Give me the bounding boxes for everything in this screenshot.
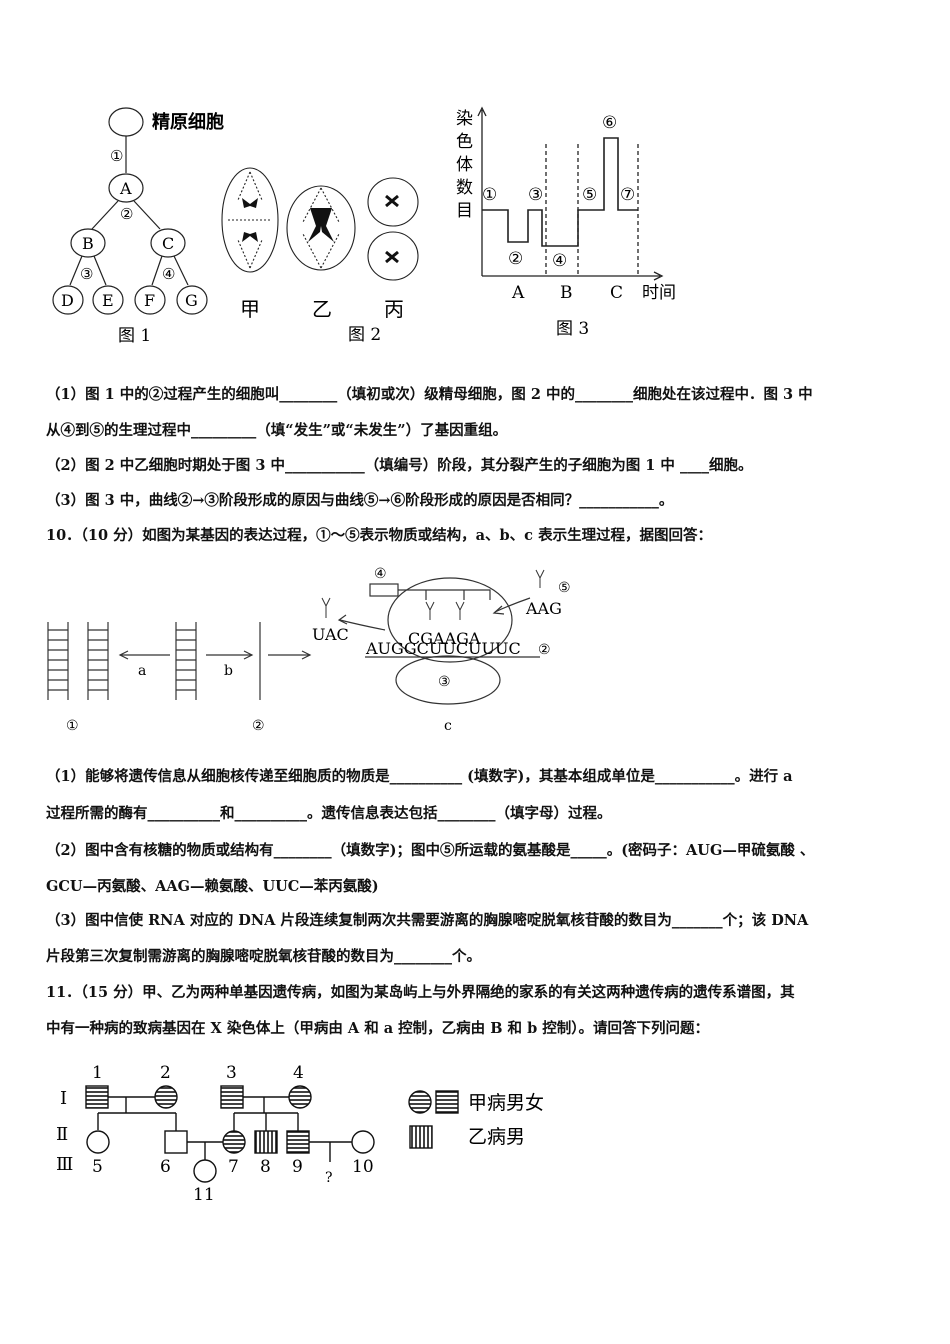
legend-disease-a: 甲病男女 — [468, 1092, 544, 1114]
pedigree-id: 8 — [260, 1157, 271, 1177]
fig10-label-a: a — [138, 663, 146, 679]
fig10-label-5: ⑤ — [558, 580, 571, 596]
fig3-xlabel: 时间 — [642, 283, 676, 303]
fig1-node: G — [185, 291, 198, 310]
fig3-stage: ⑥ — [602, 113, 617, 133]
q11-line-1: 11．（15 分）甲、乙为两种单基因遗传病，如图为某岛屿上与外界隔绝的家系的有关… — [46, 982, 795, 1004]
fig1-step: ④ — [162, 265, 175, 283]
pedigree-id: 11 — [193, 1185, 215, 1205]
figure-1-spermatogenesis: 精原细胞 ① A ② B C ③ ④ D E F G 图 1 — [52, 107, 224, 346]
q10-stem-text: 10．（10 分）如图为某基因的表达过程，①～⑤表示物质或结构，a、b、c 表示… — [46, 527, 713, 544]
q10-stem: 10．（10 分）如图为某基因的表达过程，①～⑤表示物质或结构，a、b、c 表示… — [46, 525, 712, 547]
fig10-label-c: c — [444, 718, 452, 734]
q9-line-4: （3）图 3 中，曲线②→③阶段形成的原因与曲线⑤→⑥阶段形成的原因是否相同？_… — [46, 492, 674, 509]
fig10-aag: AAG — [525, 599, 562, 618]
pedigree-id: 2 — [160, 1063, 171, 1083]
fig2-cell-label: 丙 — [384, 297, 404, 321]
fig1-node: B — [82, 234, 94, 253]
fig3-stage: ③ — [528, 185, 543, 205]
gen-label: Ⅱ — [56, 1124, 68, 1145]
fig3-caption: 图 3 — [556, 319, 589, 339]
q9-line-2: 从④到⑤的生理过程中_________（填“发生”或“未发生”）了基因重组。 — [46, 422, 508, 439]
q10-line-6: （3）图中信使 RNA 对应的 DNA 片段连续复制两次共需要游离的胸腺嘧啶脱氧… — [46, 912, 809, 929]
fig1-node: F — [144, 291, 155, 310]
fig2-caption: 图 2 — [348, 325, 381, 345]
pedigree-id: 3 — [226, 1063, 237, 1083]
fig10-anticodons: CGAAGA — [408, 629, 481, 648]
fig1-step: ① — [110, 147, 123, 165]
fig10-uac: UAC — [312, 625, 349, 644]
q9-line-3: （2）图 2 中乙细胞时期处于图 3 中___________（填编号）阶段，其… — [46, 457, 753, 474]
fig10-mrna: AUGGCUUCUUUC — [365, 639, 521, 658]
fig3-ylabel-char: 数 — [456, 178, 473, 198]
fig10-label-4: ④ — [374, 566, 387, 582]
fig1-node: D — [61, 291, 74, 310]
q10-line-7: 片段第三次复制需游离的胸腺嘧啶脱氧核苷酸的数目为________个。 — [46, 948, 481, 965]
legend-disease-b: 乙病男 — [468, 1126, 525, 1148]
fig3-stage: ⑤ — [582, 185, 597, 205]
fig3-curve — [482, 137, 638, 247]
fig3-x-mark: C — [610, 283, 623, 303]
pedigree-id: 1 — [92, 1063, 103, 1083]
fig10-label-3: ③ — [438, 674, 451, 690]
q10-line-3: 过程所需的酶有__________和__________。遗传信息表达包括___… — [46, 805, 612, 822]
figure-pedigree: Ⅰ Ⅱ Ⅲ 1 2 3 4 5 — [56, 1063, 544, 1205]
fig3-stage: ⑦ — [620, 185, 635, 205]
fig3-ylabel-char: 体 — [456, 155, 473, 175]
pedigree-id: 5 — [92, 1157, 103, 1177]
fig3-ylabel-char: 色 — [456, 132, 473, 152]
fig3-ylabel-char: 目 — [456, 201, 473, 221]
q10-line-2: （1）能够将遗传信息从细胞核传递至细胞质的物质是__________ (填数字)… — [46, 768, 793, 785]
fig2-cell-label: 甲 — [240, 297, 260, 321]
figure-gene-expression: ① a b ② ④ ⑤ AAG UAC CGAAGA AUGGCUUCUUUC … — [47, 566, 571, 734]
fig1-node: E — [102, 291, 114, 310]
fig1-label-spermatogonium: 精原细胞 — [152, 111, 224, 133]
fig10-label-2b: ② — [538, 642, 551, 658]
figure-3-chromosome-chart: 染 色 体 数 目 ① ② ③ ④ ⑤ ⑥ ⑦ A B C 时间 图 3 — [456, 106, 676, 339]
fig3-x-mark: A — [511, 283, 525, 303]
fig3-stage: ④ — [552, 251, 567, 271]
fig1-caption: 图 1 — [118, 326, 151, 346]
pedigree-id: 10 — [352, 1157, 374, 1177]
fig3-ylabel-char: 染 — [456, 109, 473, 129]
pedigree-id: ? — [325, 1170, 333, 1186]
fig1-step: ② — [120, 205, 133, 223]
pedigree-id: 6 — [160, 1157, 171, 1177]
fig2-cell-label: 乙 — [312, 297, 332, 321]
q10-line-4: （2）图中含有核糖的物质或结构有________（填数字)；图中⑤所运载的氨基酸… — [46, 842, 815, 859]
fig3-stage: ① — [482, 185, 497, 205]
fig1-step: ③ — [80, 265, 93, 283]
figure-2-cells: 甲 乙 丙 图 2 — [221, 167, 419, 345]
q11-line-1-text: 11．（15 分）甲、乙为两种单基因遗传病，如图为某岛屿上与外界隔绝的家系的有关… — [46, 984, 795, 1001]
pedigree-id: 9 — [292, 1157, 303, 1177]
fig3-x-mark: B — [560, 283, 573, 303]
fig10-label-b: b — [224, 663, 233, 679]
pedigree-id: 7 — [228, 1157, 239, 1177]
fig1-node: A — [119, 179, 132, 198]
gen-label: Ⅰ — [60, 1088, 67, 1109]
q11-line-2: 中有一种病的致病基因在 X 染色体上（甲病由 A 和 a 控制，乙病由 B 和 … — [46, 1020, 710, 1037]
fig1-node: C — [162, 234, 174, 253]
pedigree-id: 4 — [293, 1063, 304, 1083]
fig3-stage: ② — [508, 249, 523, 269]
q10-line-5: GCU—丙氨酸、AAG—赖氨酸、UUC—苯丙氨酸) — [46, 878, 379, 895]
gen-label: Ⅲ — [56, 1154, 73, 1175]
fig10-label-2: ② — [252, 718, 265, 734]
fig10-label-1: ① — [66, 718, 79, 734]
q9-line-1: （1）图 1 中的②过程产生的细胞叫________（填初或次）级精母细胞，图 … — [46, 386, 813, 403]
